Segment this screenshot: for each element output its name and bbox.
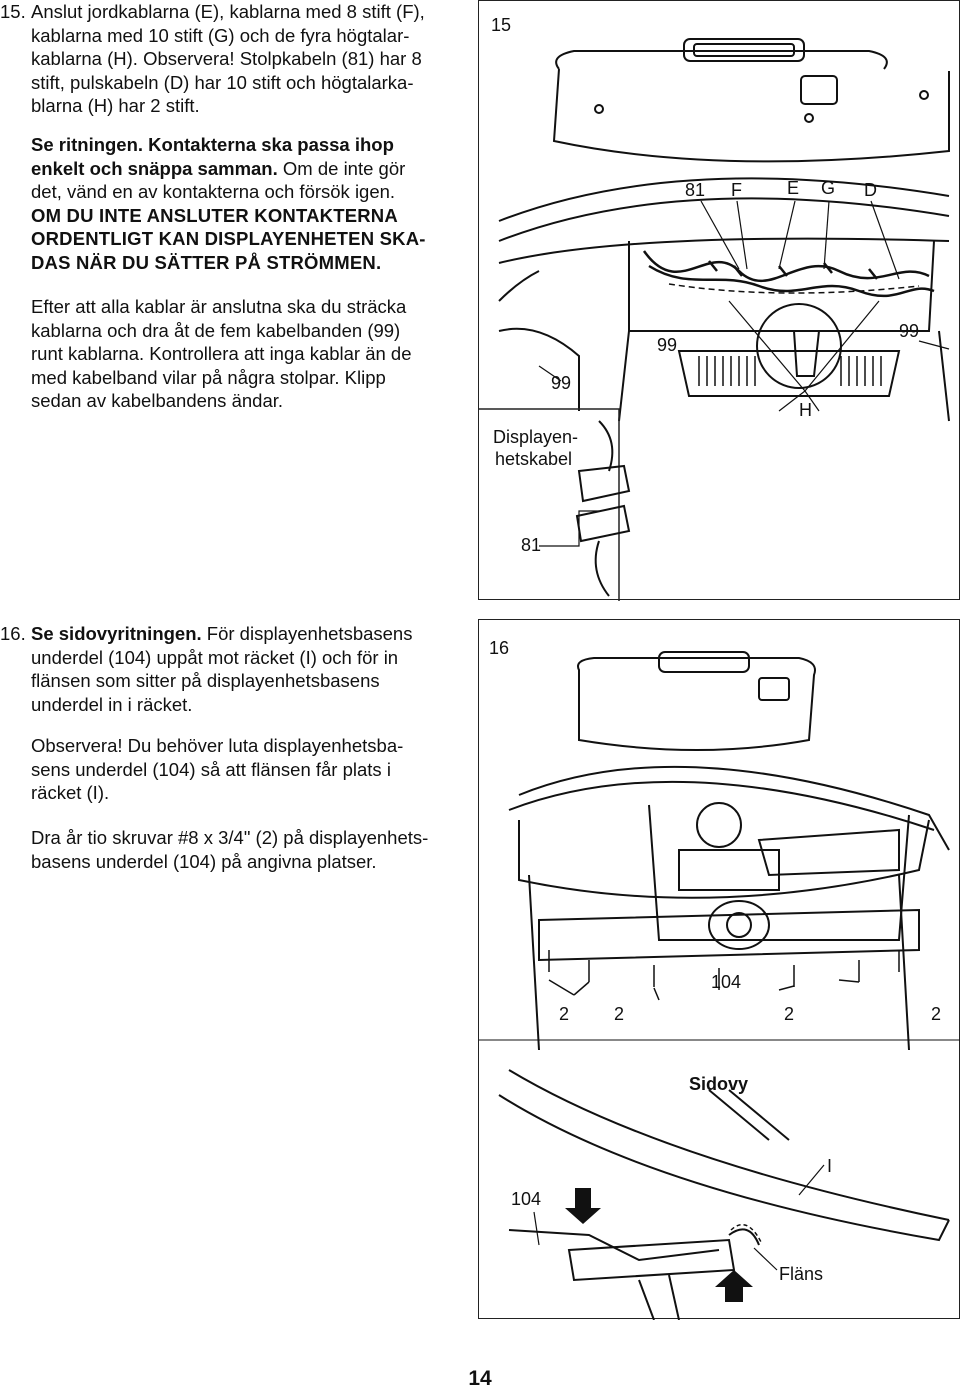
figure-number: 16 bbox=[489, 638, 509, 658]
text-line: Se sidovyritningen. För displayenhetsbas… bbox=[31, 622, 461, 646]
callout-104: 104 bbox=[511, 1189, 541, 1209]
figure-number: 15 bbox=[491, 15, 511, 35]
callout-2: 2 bbox=[559, 1004, 569, 1024]
figure-16: 16 104 2 2 2 2 Sidovy bbox=[478, 619, 960, 1320]
text: Om de inte gör bbox=[277, 157, 406, 179]
side-view-drawing bbox=[498, 1069, 950, 1320]
page-number: 14 bbox=[468, 1367, 492, 1390]
callout-F: F bbox=[731, 180, 742, 200]
leader-lines bbox=[538, 200, 950, 547]
text-line: Efter att alla kablar är anslutna ska du… bbox=[31, 296, 407, 317]
text-line: sens underdel (104) så att flänsen får p… bbox=[31, 758, 391, 780]
bold-text: enkelt och snäppa samman. bbox=[31, 157, 278, 179]
side-view-label: Sidovy bbox=[689, 1074, 748, 1094]
text-line: blarna (H) har 2 stift. bbox=[31, 95, 200, 116]
text-line: sedan av kabelbandens ändar. bbox=[31, 390, 284, 411]
text: För displayenhetsbasens bbox=[201, 623, 413, 644]
text-line: Se ritningen. Kontakterna ska passa ihop bbox=[31, 134, 394, 155]
text-line: runt kablarna. Kontrollera att inga kabl… bbox=[31, 343, 412, 364]
warning-line: DAS NÄR DU SÄTTER PÅ STRÖMMEN. bbox=[31, 251, 382, 273]
figure-15: 15 bbox=[478, 0, 960, 601]
callout-G: G bbox=[821, 178, 835, 198]
text-line: med kabelband vilar på några stolpar. Kl… bbox=[31, 366, 386, 388]
leader-lines bbox=[533, 1164, 825, 1271]
arrow-icon bbox=[565, 1188, 753, 1302]
callout-99: 99 bbox=[899, 321, 919, 341]
text-line: basens underdel (104) på angivna platser… bbox=[31, 850, 377, 872]
text-line: det, vänd en av kontakterna och försök i… bbox=[31, 181, 396, 202]
callout-2: 2 bbox=[614, 1004, 624, 1024]
display-cable-label: hetskabel bbox=[495, 449, 572, 469]
step-15-see-drawing: Se ritningen. Kontakterna ska passa ihop… bbox=[31, 133, 461, 274]
callout-2: 2 bbox=[784, 1004, 794, 1024]
screws bbox=[548, 950, 900, 1001]
callout-E: E bbox=[787, 178, 799, 198]
callout-H: H bbox=[799, 400, 812, 420]
figure-16-drawing: 16 104 2 2 2 2 Sidovy bbox=[479, 638, 960, 1320]
callout-81: 81 bbox=[521, 535, 541, 555]
console-outline bbox=[498, 38, 950, 422]
text-line: kablarna och dra åt de fem kabelbanden (… bbox=[31, 319, 401, 341]
connector-drawing bbox=[575, 420, 631, 597]
text-line: Anslut jordkablarna (E), kablarna med 8 … bbox=[31, 1, 425, 22]
step-16-screws: Dra år tio skruvar #8 x 3/4" (2) på disp… bbox=[31, 826, 461, 873]
step-15-intro: Anslut jordkablarna (E), kablarna med 8 … bbox=[31, 0, 461, 118]
arrow-down-icon bbox=[565, 1188, 601, 1224]
text-line: Observera! Du behöver luta displayenhets… bbox=[31, 735, 404, 756]
text-line: enkelt och snäppa samman. Om de inte gör bbox=[31, 157, 461, 181]
step-16-number: 16. bbox=[0, 623, 26, 644]
wire-bundle bbox=[642, 250, 935, 298]
text-line: kablarna (H). Observera! Stolpkabeln (81… bbox=[31, 48, 422, 69]
text-line: underdel in i räcket. bbox=[31, 693, 193, 715]
text-line: underdel (104) uppåt mot räcket (I) och … bbox=[31, 646, 399, 668]
figure-15-drawing: 15 bbox=[479, 15, 950, 601]
step-16-note: Observera! Du behöver luta displayenhets… bbox=[31, 734, 461, 805]
warning-line: ORDENTLIGT KAN DISPLAYENHETEN SKA- bbox=[31, 228, 426, 249]
step-15-number: 15. bbox=[0, 1, 26, 22]
arrow-up-icon bbox=[715, 1270, 753, 1302]
inset-frame bbox=[479, 408, 620, 601]
step-15-cable-ties: Efter att alla kablar är anslutna ska du… bbox=[31, 295, 461, 413]
display-cable-label: Displayen- bbox=[493, 427, 578, 447]
callout-2: 2 bbox=[931, 1004, 941, 1024]
callout-99: 99 bbox=[657, 335, 677, 355]
text-line: stift, pulskabeln (D) har 10 stift och h… bbox=[31, 71, 414, 93]
vent-slots bbox=[698, 356, 882, 386]
text-line: räcket (I). bbox=[31, 782, 110, 803]
console-outline bbox=[508, 651, 950, 1051]
bold-text: Se sidovyritningen. bbox=[31, 623, 202, 644]
text-line: Dra år tio skruvar #8 x 3/4" (2) på disp… bbox=[31, 827, 429, 848]
callout-81: 81 bbox=[685, 180, 705, 200]
callout-D: D bbox=[864, 180, 877, 200]
text-line: flänsen som sitter på displayenhetsbasen… bbox=[31, 670, 380, 691]
flange-outline bbox=[730, 1223, 762, 1243]
step-16-instructions: Se sidovyritningen. För displayenhetsbas… bbox=[31, 622, 461, 716]
text-line: kablarna med 10 stift (G) och de fyra hö… bbox=[31, 24, 410, 46]
callout-99: 99 bbox=[551, 373, 571, 393]
warning-line: OM DU INTE ANSLUTER KONTAKTERNA bbox=[31, 204, 398, 226]
callout-flange: Fläns bbox=[779, 1264, 823, 1284]
callout-I: I bbox=[827, 1156, 832, 1176]
callout-104: 104 bbox=[711, 972, 741, 992]
